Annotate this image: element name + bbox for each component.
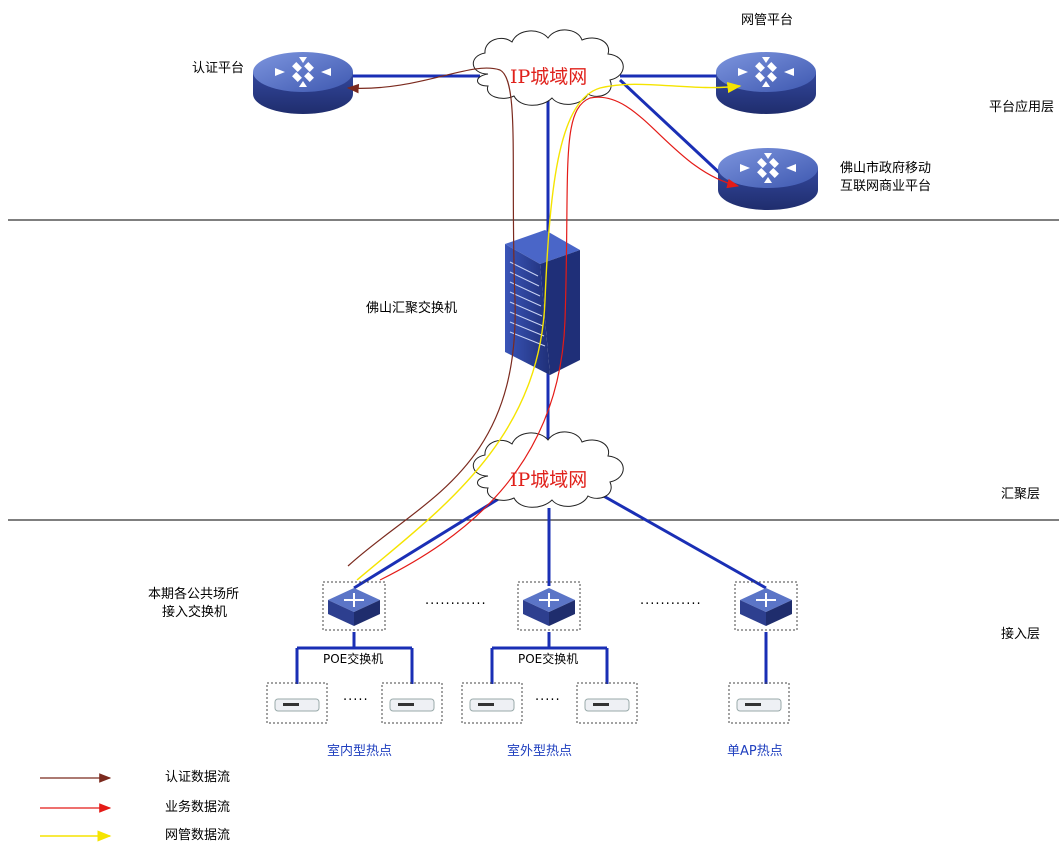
hotspot-outdoor-label: 室外型热点 [507, 744, 573, 759]
cloud-top-label: IP城域网 [510, 66, 588, 88]
auth-platform-label: 认证平台 [192, 61, 245, 76]
ap-ellipsis-2: ..... [535, 689, 561, 704]
poe-switch-mid-label: POE交换机 [518, 652, 579, 666]
poe-switch-left-label: POE交换机 [323, 652, 384, 666]
layer-label-access: 接入层 [1001, 627, 1041, 642]
layer-label-platform: 平台应用层 [989, 100, 1055, 115]
router-auth-icon [253, 52, 353, 114]
access-switch-label-line2: 接入交换机 [162, 605, 228, 620]
network-links [295, 74, 768, 684]
legend-nms-label: 网管数据流 [165, 828, 231, 843]
access-switch-left-icon [322, 581, 386, 631]
ap-ellipsis-1: ..... [343, 689, 369, 704]
service-flow-line [379, 96, 740, 581]
hotspot-indoor-label: 室内型热点 [327, 744, 393, 759]
layer-label-aggregation: 汇聚层 [1001, 487, 1041, 502]
access-switch-label-line1: 本期各公共场所 [148, 587, 240, 602]
cloud-bottom-label: IP城域网 [510, 469, 588, 491]
gov-platform-label-line1: 佛山市政府移动 [840, 161, 932, 176]
switch-ellipsis-1: ............ [425, 593, 487, 608]
access-switch-mid-icon [517, 581, 581, 631]
router-gov-icon [718, 148, 818, 210]
hotspot-single-ap-label: 单AP热点 [727, 744, 783, 759]
core-switch-label: 佛山汇聚交换机 [366, 301, 458, 316]
switch-ellipsis-2: ............ [640, 593, 702, 608]
router-nms-icon [716, 52, 816, 114]
legend-auth-label: 认证数据流 [165, 770, 231, 785]
core-switch-icon [505, 230, 580, 375]
gov-platform-label-line2: 互联网商业平台 [840, 179, 932, 194]
cloud-bottom [472, 431, 624, 508]
auth-flow-line [346, 67, 516, 567]
nms-flow-line [356, 81, 742, 581]
nms-platform-label: 网管平台 [741, 13, 794, 28]
access-points [266, 682, 790, 724]
access-switch-right-icon [734, 581, 798, 631]
legend-service-label: 业务数据流 [165, 800, 231, 815]
